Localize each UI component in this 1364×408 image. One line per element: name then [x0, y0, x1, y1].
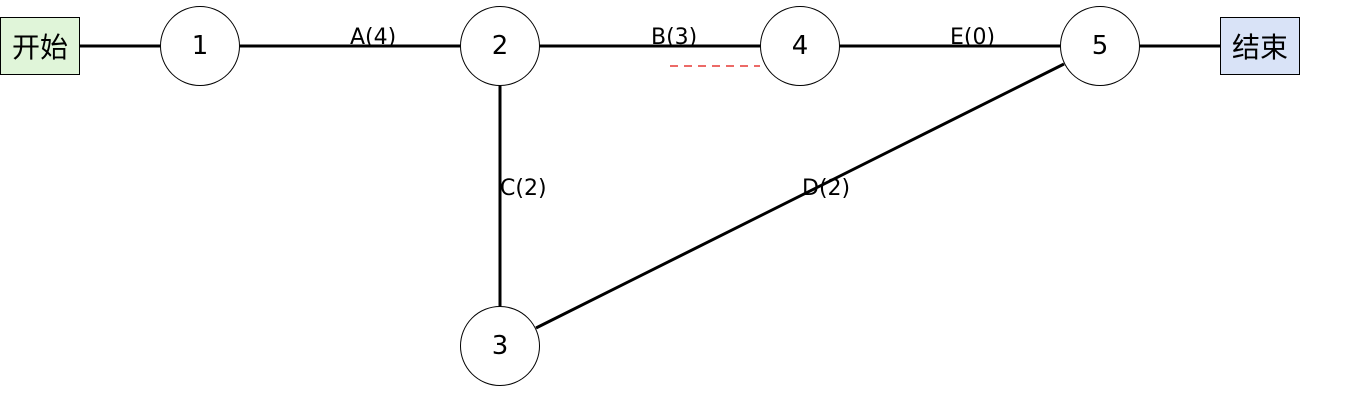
edge-c-label: C(2)	[500, 176, 547, 201]
node-5: 5	[1060, 6, 1140, 86]
node-1: 1	[160, 6, 240, 86]
end-box: 结束	[1220, 17, 1300, 75]
edge-b-label: B(3)	[651, 25, 698, 50]
node-2: 2	[460, 6, 540, 86]
node-4: 4	[760, 6, 840, 86]
edge-a-label: A(4)	[350, 25, 397, 50]
edge-d-label: D(2)	[802, 176, 851, 201]
edge-d-line	[535, 62, 1065, 330]
node-3: 3	[460, 306, 540, 386]
start-box: 开始	[0, 17, 80, 75]
edge-e-label: E(0)	[950, 25, 996, 50]
